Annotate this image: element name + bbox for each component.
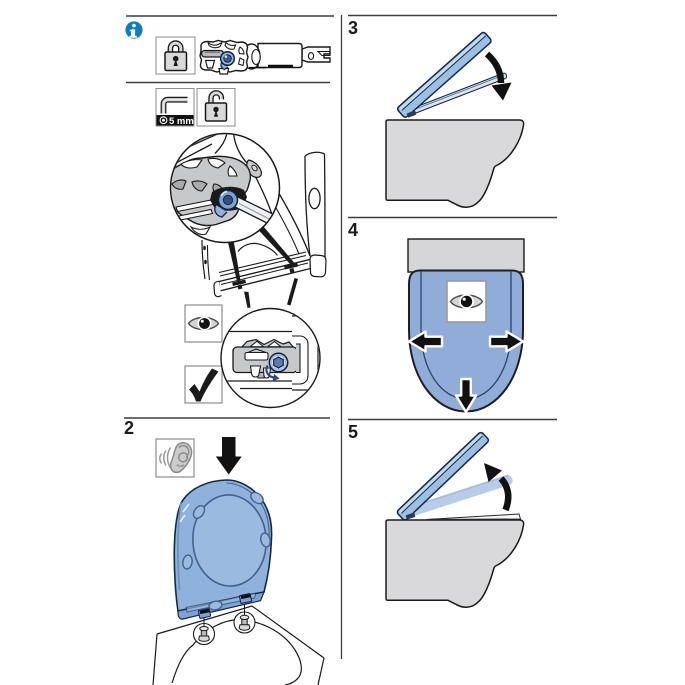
svg-text:3: 3 xyxy=(348,18,358,38)
svg-text:5: 5 xyxy=(348,422,358,442)
svg-text:5 mm: 5 mm xyxy=(169,116,194,127)
svg-text:2: 2 xyxy=(124,418,134,438)
svg-text:4: 4 xyxy=(348,220,358,240)
